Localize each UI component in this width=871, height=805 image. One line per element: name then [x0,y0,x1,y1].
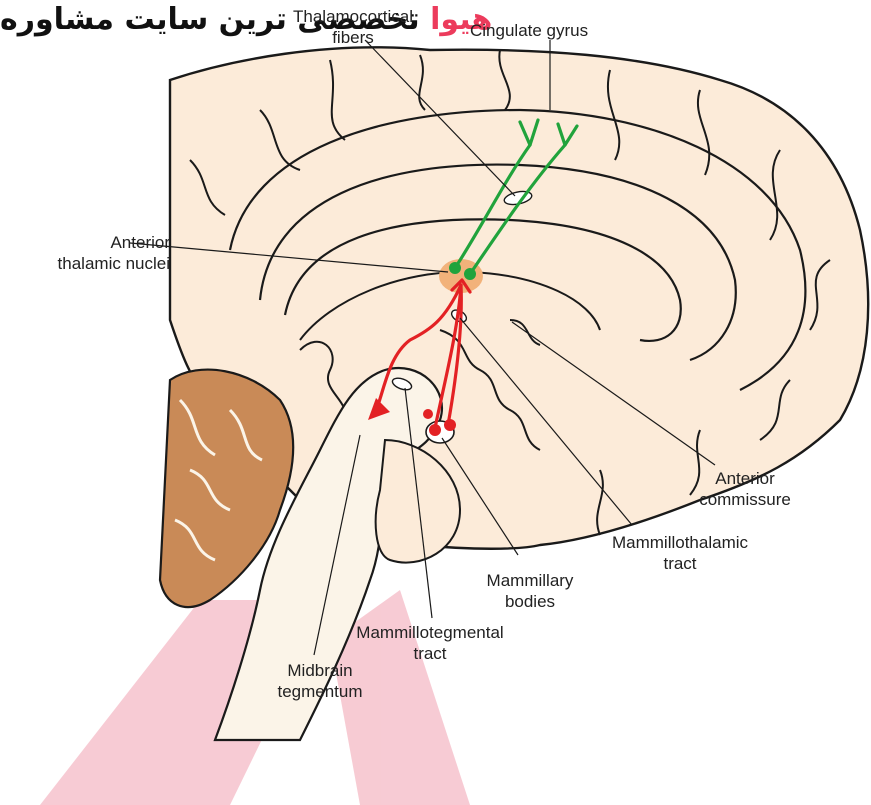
label-mammillothalamic-tract: Mammillothalamic tract [595,532,765,574]
red-neuron-3 [423,409,433,419]
green-neuron-2 [464,268,476,280]
green-neuron-1 [449,262,461,274]
label-anterior-commissure: Anterior commissure [680,468,810,510]
red-neuron-1 [429,424,441,436]
red-neuron-2 [444,419,456,431]
label-midbrain-tegmentum: Midbrain tegmentum [265,660,375,702]
label-cingulate-gyrus: Cingulate gyrus [470,20,588,41]
label-thalamocortical-fibers: Thalamocortical fibers [278,6,428,48]
label-mammillary-bodies: Mammillary bodies [480,570,580,612]
label-mammillotegmental-tract: Mammillotegmental tract [340,622,520,664]
label-anterior-thalamic-nuclei: Anterior thalamic nuclei [10,232,170,274]
